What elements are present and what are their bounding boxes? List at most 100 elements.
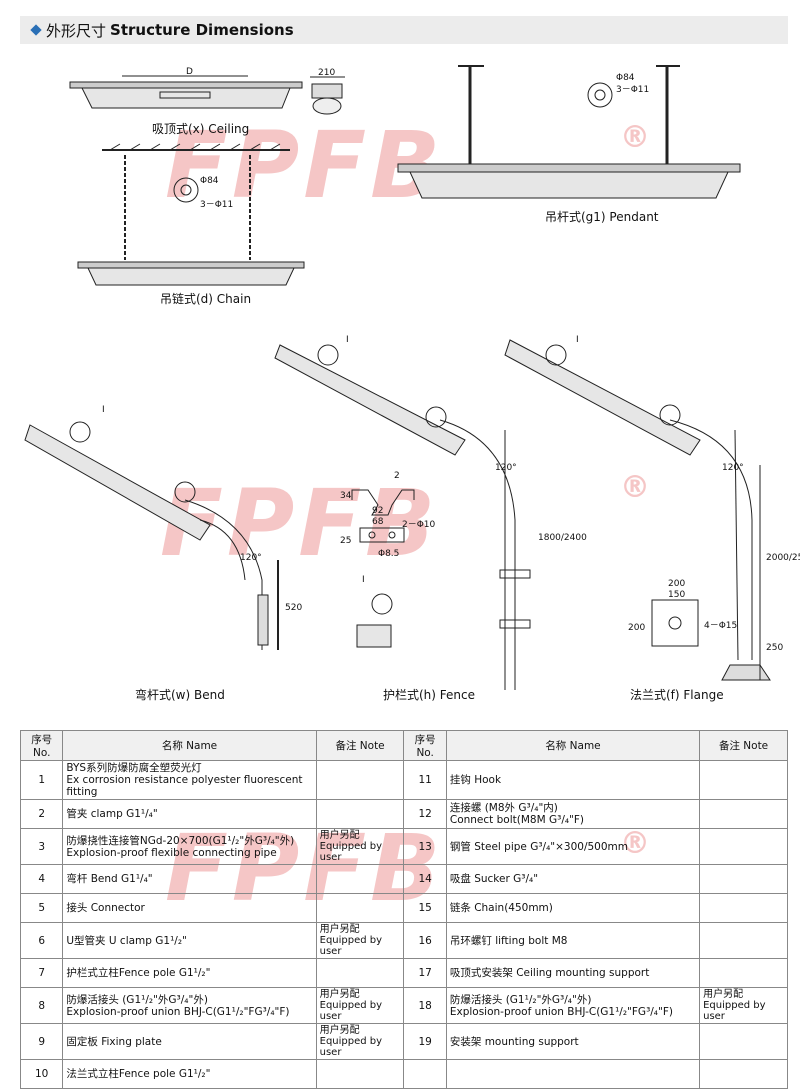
dim-hole10: 2－Φ10 — [402, 520, 436, 530]
ceiling-lamp — [69, 75, 345, 115]
col-note: 备注 Note — [315, 730, 405, 761]
cell-text: 15 — [418, 902, 432, 914]
row-name: 法兰式立柱Fence pole G1¹/₂" — [62, 1059, 317, 1089]
row-note — [699, 828, 788, 865]
dim-150: 150 — [668, 590, 685, 600]
row-name: 吸盘 Sucker G³/₄" — [445, 864, 701, 894]
row-number: 18 — [403, 987, 447, 1024]
cell-text: 钢管 Steel pipe G³/₄"×300/500mm — [449, 840, 628, 853]
table-row: 10 法兰式立柱Fence pole G1¹/₂" — [19, 1059, 788, 1089]
dim-hole15: 4－Φ15 — [704, 621, 737, 631]
dim-phi84: Φ84 — [200, 176, 219, 186]
table-header-row: 序号No. 名称 Name 备注 Note 序号No. 名称 Name 备注 N… — [19, 730, 788, 761]
row-note: 用户另配 Equipped by user — [699, 987, 788, 1024]
cell-text: 防爆活接头 (G1¹/₂"外G³/₄"外) — [66, 993, 208, 1006]
dim-92: 92 — [372, 506, 383, 516]
cell-text: 吸盘 Sucker G³/₄" — [449, 873, 539, 885]
dim-angle: 120° — [240, 553, 262, 563]
col-name: 名称 Name — [445, 730, 701, 761]
cell-text: 1 — [38, 774, 46, 786]
cell-text: 16 — [418, 934, 432, 947]
caption-chain: 吊链式(d) Chain — [160, 292, 252, 306]
row-note: 用户另配 Equipped by user — [315, 828, 405, 865]
dim-holes: 3－Φ11 — [200, 200, 233, 210]
row-note: 用户另配 Equipped by user — [315, 987, 405, 1024]
cell-text: Explosion-proof flexible connecting pipe — [66, 846, 277, 859]
row-number: 11 — [403, 760, 447, 800]
table-row: 8 防爆活接头 (G1¹/₂"外G³/₄"外)Explosion-proof un… — [19, 987, 788, 1024]
parts-table: 序号No. 名称 Name 备注 Note 序号No. 名称 Name 备注 N… — [19, 730, 788, 1089]
row-note — [699, 760, 788, 800]
dim-d: D — [186, 67, 193, 77]
row-note — [699, 1023, 788, 1060]
cell-text: 用户另配 Equipped by user — [319, 1025, 383, 1058]
row-name: 护栏式立柱Fence pole G1¹/₂" — [62, 958, 317, 988]
row-note — [315, 864, 405, 894]
dim-2: 2 — [394, 471, 400, 481]
cell-text: 8 — [38, 999, 46, 1012]
row-name: 固定板 Fixing plate — [62, 1023, 317, 1060]
cell-text: 护栏式立柱Fence pole G1¹/₂" — [66, 967, 211, 979]
watermark-reg: ® — [620, 120, 654, 155]
row-note — [699, 864, 788, 894]
dim-200: 200 — [668, 579, 685, 589]
row-note — [315, 958, 405, 988]
cell-text: BYS系列防爆防腐全塑荧光灯 — [66, 762, 202, 774]
dim-1800: 1800/2400 — [538, 533, 587, 543]
row-note — [315, 760, 405, 800]
row-number: 15 — [403, 893, 447, 923]
row-name — [445, 1059, 701, 1089]
cell-text: 接头 Connector — [66, 902, 145, 914]
row-note — [699, 1059, 788, 1089]
section-header: 外形尺寸 Structure Dimensions — [20, 16, 788, 44]
row-number: 16 — [403, 922, 447, 959]
row-number: 3 — [19, 828, 64, 865]
bend-lamp — [24, 421, 279, 650]
dim-68: 68 — [372, 517, 384, 527]
row-name: 防爆挠性连接管NGd-20×700(G1¹/₂"外G³/₄"外)Explosio… — [62, 828, 317, 865]
row-name: 挂钩 Hook — [445, 760, 701, 800]
cell-text: 14 — [418, 873, 432, 885]
cell-text: 法兰式立柱Fence pole G1¹/₂" — [66, 1068, 211, 1080]
row-name: 吸顶式安装架 Ceiling mounting support — [445, 958, 701, 988]
header-title-en: Structure Dimensions — [110, 21, 294, 39]
cell-text: 防爆活接头 (G1¹/₂"外G³/₄"外) — [449, 993, 592, 1006]
cell-text: 18 — [418, 999, 432, 1012]
cell-text: 7 — [38, 967, 46, 979]
cell-text: 10 — [35, 1068, 49, 1080]
row-number: 7 — [19, 958, 64, 988]
col-name: 名称 Name — [62, 730, 317, 761]
row-name: 管夹 clamp G1¹/₄" — [62, 799, 317, 829]
dim-250: 250 — [766, 643, 783, 653]
col-no: 序号No. — [403, 730, 447, 761]
cell-text: 4 — [38, 873, 46, 885]
bracket-detail — [351, 489, 415, 648]
chain-lamp — [77, 143, 305, 286]
col-no: 序号No. — [19, 730, 64, 761]
row-number: 13 — [403, 828, 447, 865]
row-note — [699, 893, 788, 923]
cell-text: Ex corrosion resistance polyester fluore… — [66, 774, 303, 798]
cell-text: 17 — [418, 967, 432, 979]
dim-angle: 120° — [495, 463, 517, 473]
row-number: 12 — [403, 799, 447, 829]
row-note: 用户另配 Equipped by user — [315, 922, 405, 959]
row-name: 链条 Chain(450mm) — [445, 893, 701, 923]
dim-hole8: Φ8.5 — [378, 549, 399, 559]
row-name: 防爆活接头 (G1¹/₂"外G³/₄"外)Explosion-proof uni… — [445, 987, 701, 1024]
cell-text: 吊环螺钉 lifting bolt M8 — [449, 934, 568, 947]
diamond-icon — [30, 24, 42, 36]
row-number: 14 — [403, 864, 447, 894]
roman-label: I — [346, 335, 349, 345]
cell-text: 防爆挠性连接管NGd-20×700(G1¹/₂"外G³/₄"外) — [66, 834, 295, 847]
cell-text: 12 — [418, 808, 432, 820]
row-name: 钢管 Steel pipe G³/₄"×300/500mm — [445, 828, 701, 865]
row-note — [315, 799, 405, 829]
header-title-cn: 外形尺寸 — [46, 21, 107, 40]
row-number: 19 — [403, 1023, 447, 1060]
cell-text: 9 — [38, 1035, 46, 1048]
row-note — [315, 1059, 405, 1089]
